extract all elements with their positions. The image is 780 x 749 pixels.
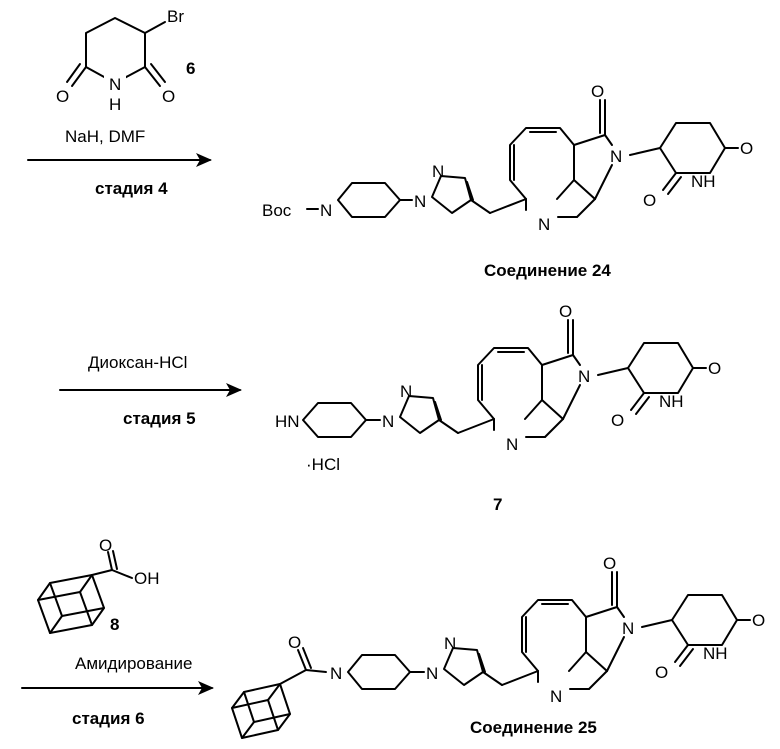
oxygen-atom: O [56,87,69,106]
pyrazole-nitrogen: N [382,412,394,431]
step6-arrow [22,681,214,695]
piperidine-nh: HN [275,412,300,431]
compound-25-name: Соединение 25 [470,718,597,737]
compound-24-name: Соединение 24 [484,261,611,280]
step5-conditions: Диоксан-HCl [88,353,187,372]
imide-oxygen: O [655,663,668,682]
reagent-number: 8 [110,615,119,634]
acid-oxygen: O [99,536,112,555]
lactam-nitrogen: N [610,147,622,166]
pyridine-nitrogen: N [550,687,562,706]
pyrazole-nitrogen: N [444,634,456,653]
lactam-oxygen: O [559,302,572,321]
compound-24-structure [307,100,738,217]
step4-arrow [28,153,212,167]
lactam-nitrogen: N [578,367,590,386]
step6-stage-label: стадия 6 [72,709,145,728]
imide-oxygen: O [611,411,624,430]
step4-conditions: NaH, DMF [65,127,145,146]
pyrazole-nitrogen: N [414,192,426,211]
step5-arrow [60,383,242,397]
pyrazole-nitrogen: N [400,382,412,401]
imide-nh: NH [703,644,728,663]
compound-7-structure [303,320,706,437]
oxygen-atom: O [162,87,175,106]
imide-oxygen: O [752,611,765,630]
compound-7-name: 7 [493,495,502,514]
hcl-salt: ·HCl [306,455,340,474]
pyridine-nitrogen: N [506,435,518,454]
imide-oxygen: O [708,359,721,378]
bromine-atom: Br [167,7,184,26]
step4-stage-label: стадия 4 [95,179,168,198]
lactam-nitrogen: N [622,619,634,638]
pyridine-nitrogen: N [538,215,550,234]
imide-oxygen: O [740,139,753,158]
boc-group: Boc [262,201,292,220]
acid-hydroxyl: OH [134,569,160,588]
imide-nh: NH [691,172,716,191]
piperidine-nitrogen: N [320,201,332,220]
amide-oxygen: O [288,633,301,652]
step6-conditions: Амидирование [75,654,192,673]
hydrogen-atom: H [109,95,121,114]
piperidine-nitrogen: N [330,664,342,683]
lactam-oxygen: O [591,82,604,101]
pyrazole-nitrogen: N [426,664,438,683]
step5-stage-label: стадия 5 [123,409,196,428]
imide-oxygen: O [643,191,656,210]
pyrazole-nitrogen: N [432,162,444,181]
nitrogen-atom: N [109,75,121,94]
imide-nh: NH [659,392,684,411]
reagent-number: 6 [186,59,195,78]
reagent-6-structure: Br 6 O N H O [56,7,195,114]
lactam-oxygen: O [603,554,616,573]
compound-25-structure [232,572,750,738]
